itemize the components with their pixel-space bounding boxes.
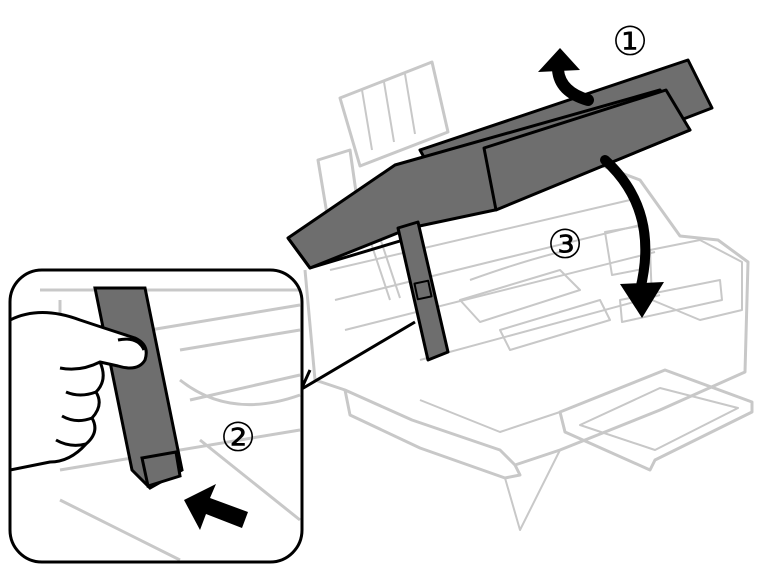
push-arrow-icon (184, 484, 248, 530)
printer-body (303, 60, 754, 531)
front-flap (482, 88, 692, 212)
detail-inset: ② (8, 268, 304, 564)
step-3-label: ③ (547, 222, 583, 268)
step-1-label: ① (612, 19, 648, 65)
step-2-label: ② (220, 415, 256, 461)
callout-connector (298, 320, 416, 393)
scanner-unit (286, 58, 714, 362)
paper-support (338, 60, 450, 168)
curved-up-arrow-icon (538, 48, 594, 106)
curved-down-arrow-icon (600, 155, 664, 318)
printer-housing (303, 163, 750, 467)
output-tray (558, 368, 754, 472)
hand-illustration (10, 311, 148, 472)
